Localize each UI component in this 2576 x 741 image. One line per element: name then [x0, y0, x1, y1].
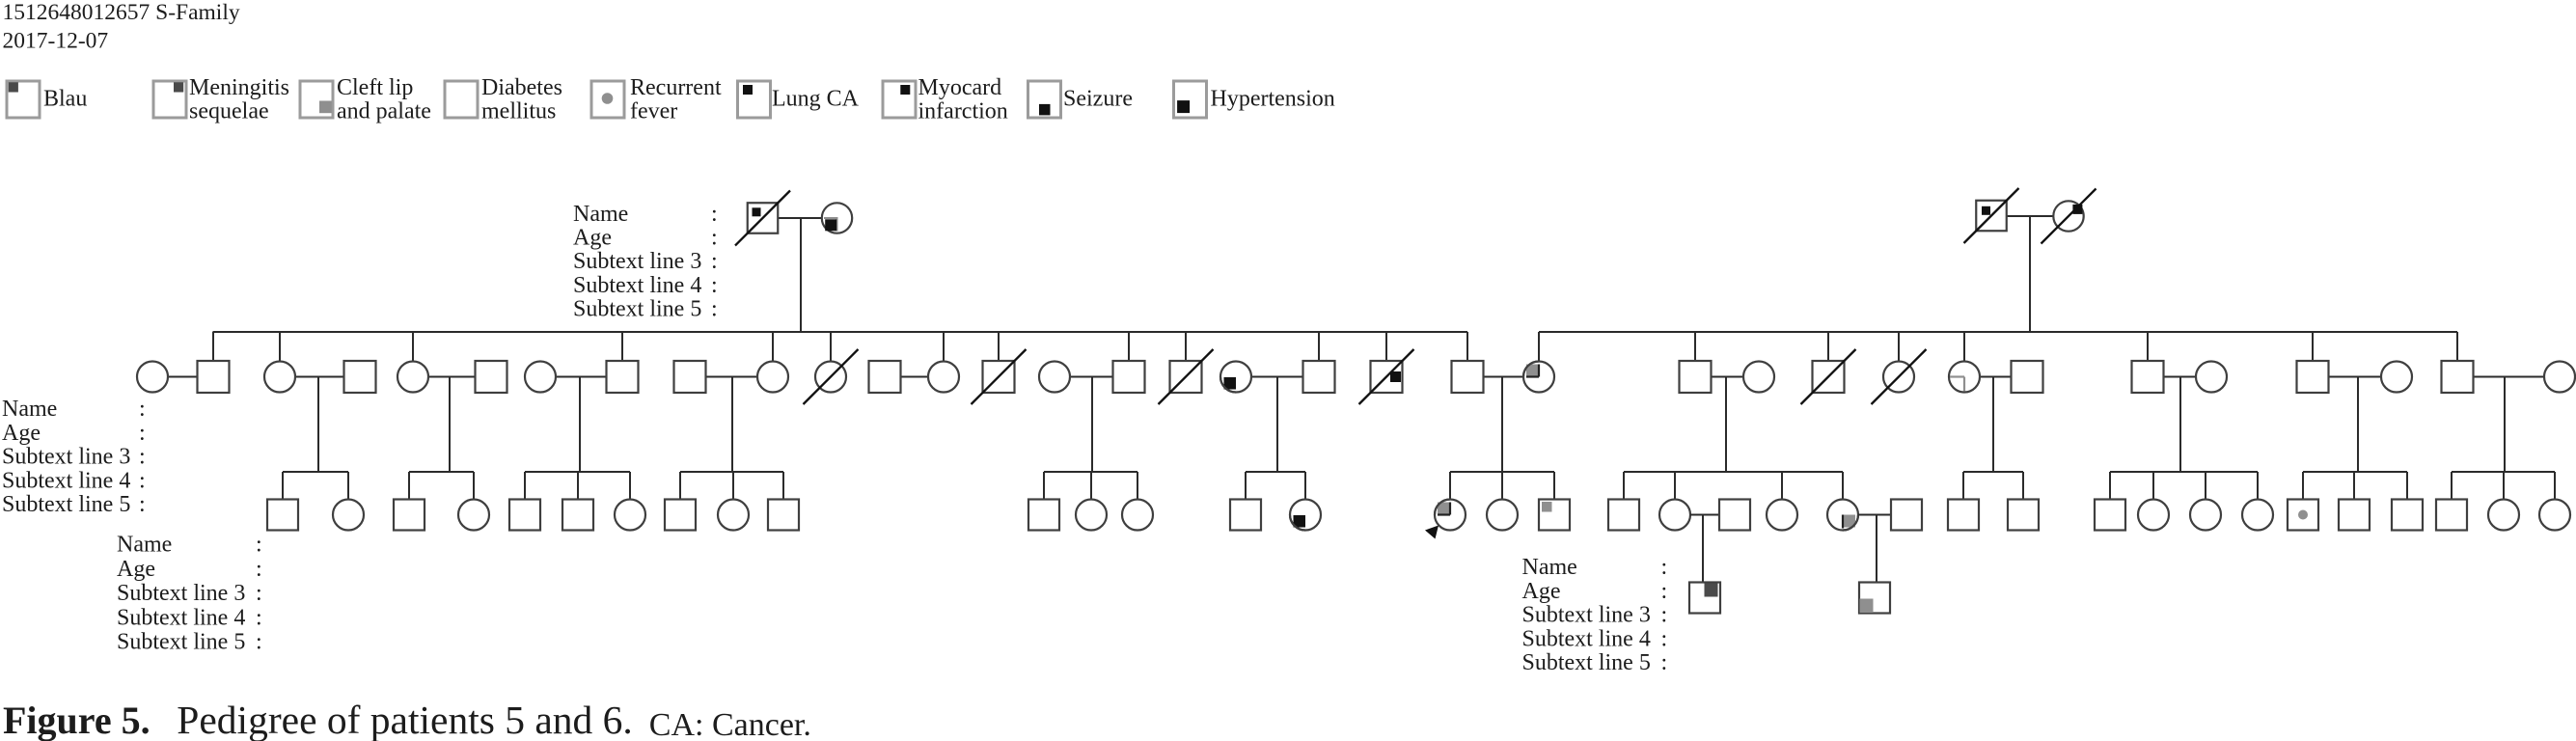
svg-text::: :: [1661, 650, 1668, 675]
svg-text:Pedigree of patients 5 and 6.: Pedigree of patients 5 and 6.: [177, 698, 633, 741]
svg-text:Subtext line 5: Subtext line 5: [1522, 650, 1651, 675]
svg-text:Subtext line 3: Subtext line 3: [117, 581, 245, 606]
svg-text::: :: [1661, 603, 1668, 628]
svg-text::: :: [711, 273, 718, 298]
svg-text:mellitus: mellitus: [481, 99, 556, 124]
svg-text::: :: [711, 249, 718, 274]
svg-text::: :: [256, 630, 262, 655]
svg-text:Subtext line 4: Subtext line 4: [573, 273, 701, 298]
svg-text::: :: [256, 605, 262, 630]
svg-text:2017-12-07: 2017-12-07: [3, 29, 109, 54]
svg-text::: :: [1661, 555, 1668, 580]
svg-text:Blau: Blau: [43, 87, 87, 112]
svg-text:Figure 5.: Figure 5.: [3, 699, 151, 741]
svg-text:Diabetes: Diabetes: [481, 75, 562, 100]
svg-text:sequelae: sequelae: [189, 99, 269, 124]
svg-text:Name: Name: [2, 397, 57, 422]
svg-text:Subtext line 4: Subtext line 4: [117, 605, 245, 630]
svg-text::: :: [711, 296, 718, 321]
svg-text:Recurrent: Recurrent: [630, 75, 722, 100]
svg-text:CA: Cancer.: CA: Cancer.: [649, 707, 811, 741]
svg-text:Age: Age: [1522, 579, 1561, 604]
svg-text:Lung CA: Lung CA: [772, 87, 860, 112]
svg-text::: :: [139, 397, 146, 422]
svg-text:Myocard: Myocard: [918, 75, 1002, 100]
svg-text:Subtext line 5: Subtext line 5: [573, 296, 701, 321]
svg-text:Subtext line 4: Subtext line 4: [2, 468, 130, 493]
svg-text:Name: Name: [1522, 555, 1577, 580]
svg-text:Subtext line 5: Subtext line 5: [2, 492, 130, 517]
svg-text::: :: [256, 581, 262, 606]
svg-text::: :: [139, 468, 146, 493]
svg-text::: :: [1661, 626, 1668, 651]
svg-text::: :: [139, 421, 146, 446]
svg-text::: :: [256, 533, 262, 558]
svg-text:Name: Name: [117, 533, 172, 558]
svg-text:infarction: infarction: [918, 99, 1008, 124]
svg-text:Cleft lip: Cleft lip: [337, 75, 413, 100]
svg-text:Meningitis: Meningitis: [189, 75, 289, 100]
svg-text:Age: Age: [2, 421, 41, 446]
svg-text:Name: Name: [573, 202, 628, 227]
svg-text:1512648012657 S-Family: 1512648012657 S-Family: [3, 0, 240, 25]
svg-text:Hypertension: Hypertension: [1211, 87, 1335, 112]
svg-text::: :: [711, 202, 718, 227]
svg-text::: :: [256, 557, 262, 582]
svg-text:Subtext line 3: Subtext line 3: [573, 249, 701, 274]
svg-text:Subtext line 4: Subtext line 4: [1522, 626, 1651, 651]
svg-text:Subtext line 5: Subtext line 5: [117, 630, 245, 655]
svg-text:Age: Age: [573, 226, 612, 251]
svg-text::: :: [139, 445, 146, 470]
svg-text:fever: fever: [630, 99, 677, 124]
svg-text::: :: [1661, 579, 1668, 604]
svg-text:Seizure: Seizure: [1063, 87, 1133, 112]
svg-text:Age: Age: [117, 557, 155, 582]
svg-text::: :: [711, 226, 718, 251]
svg-text:Subtext line 3: Subtext line 3: [2, 445, 130, 470]
svg-text:and palate: and palate: [337, 99, 431, 124]
svg-text:Subtext line 3: Subtext line 3: [1522, 603, 1651, 628]
svg-text::: :: [139, 492, 146, 517]
